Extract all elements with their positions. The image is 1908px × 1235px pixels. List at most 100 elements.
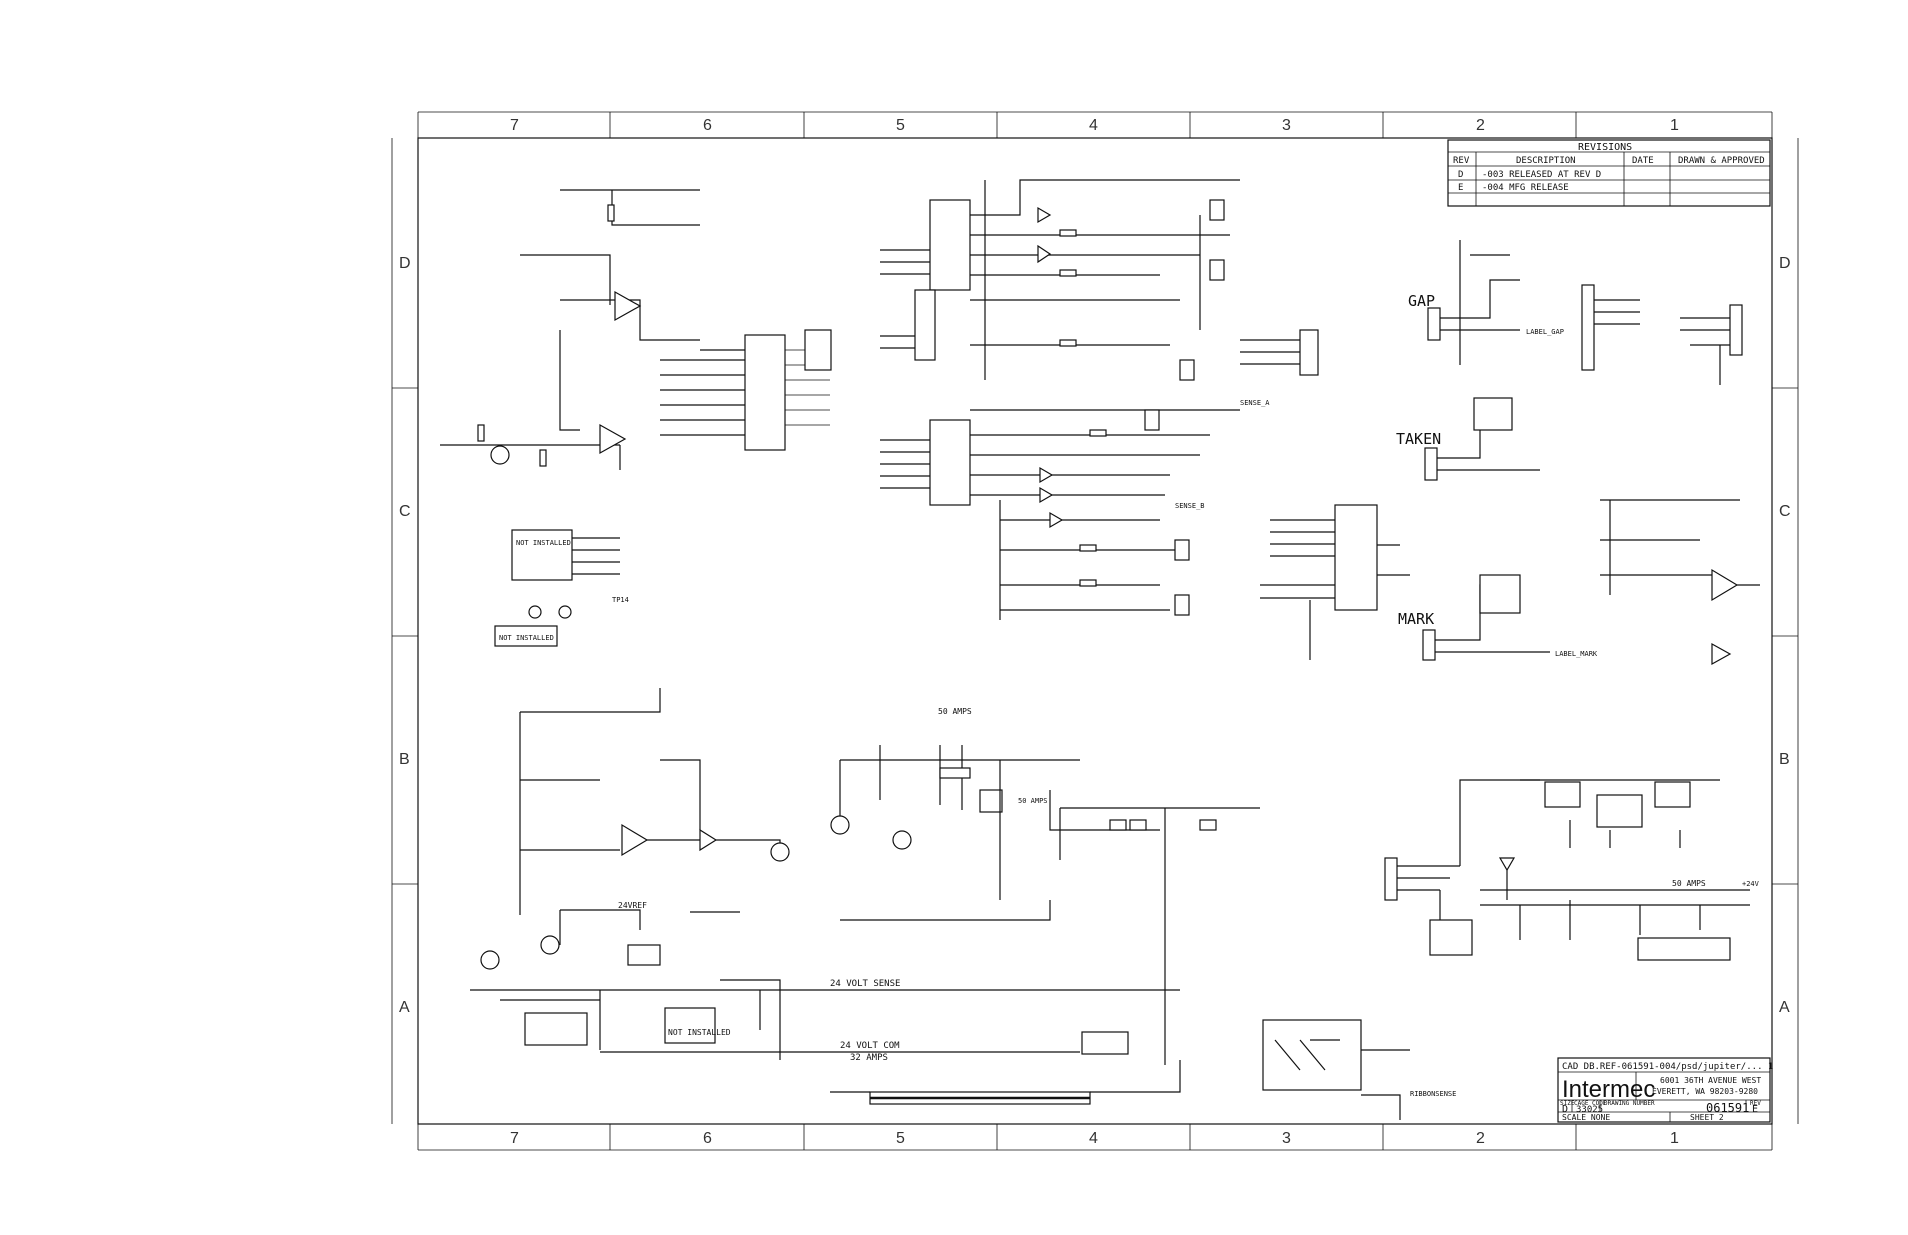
grid-row-left-a: A	[399, 999, 410, 1016]
gap-label: GAP	[1408, 292, 1435, 310]
grid-col-top-3: 3	[1282, 117, 1291, 134]
opamp-u3	[599, 423, 627, 455]
rev-label: REV	[1750, 1100, 1761, 1107]
mosfet-q5	[979, 789, 1003, 813]
taken-sensor-connector	[1424, 447, 1438, 481]
size-label: SIZE	[1560, 1100, 1575, 1107]
grid-col-bottom-6: 6	[703, 1130, 712, 1147]
opamp-u2	[614, 290, 642, 322]
not-installed-label-3: NOT INSTALLED	[668, 1028, 731, 1037]
company-logo: Intermec	[1562, 1076, 1655, 1103]
grid-col-bottom-5: 5	[896, 1130, 905, 1147]
diode-d19	[1498, 857, 1516, 872]
cage-code-label: CAGE CODE	[1574, 1100, 1607, 1107]
cap-c17-box	[627, 944, 661, 966]
front-panel-connector	[1729, 304, 1743, 356]
opamp-u13	[1711, 568, 1739, 602]
grid-col-top-7: 7	[510, 117, 519, 134]
ic-u20	[914, 289, 936, 361]
grid-col-top-5: 5	[896, 117, 905, 134]
grid-col-bottom-4: 4	[1089, 1130, 1098, 1147]
volt-sense-label: 24 VOLT SENSE	[830, 979, 900, 989]
ic-u17	[929, 199, 971, 291]
row-grid: D C B A D C B A	[391, 138, 1799, 1124]
grid-col-top-4: 4	[1089, 117, 1098, 134]
grid-row-right-b: B	[1779, 751, 1790, 768]
resistor-network	[804, 329, 832, 371]
rev-value: E	[1752, 1104, 1758, 1115]
mosfet-q8	[1209, 259, 1225, 281]
not-installed-tp-j	[1081, 1031, 1129, 1055]
rev-header-date: DATE	[1632, 156, 1654, 166]
mosfet-q9	[1144, 409, 1160, 431]
size-value: D	[1562, 1104, 1568, 1115]
label-mark-net: LABEL_MARK	[1555, 650, 1598, 658]
cap-c18-box	[524, 1012, 588, 1046]
tp6-not-installed-box	[1637, 937, 1731, 961]
revision-block: REVISIONS REV DESCRIPTION DATE DRAWN & A…	[1447, 139, 1771, 207]
supply-section: 50 AMPS +24V	[1384, 779, 1760, 961]
cad-reference: CAD DB.REF-061591-004/psd/jupiter/... 1	[1562, 1062, 1773, 1072]
transistor-q10	[540, 935, 560, 955]
grid-col-top-1: 1	[1670, 117, 1679, 134]
tp14-label: TP14	[612, 596, 629, 604]
transistor-q11	[830, 815, 850, 835]
drawing-border	[417, 137, 1773, 1125]
mosfet-q6	[1209, 199, 1225, 221]
label-gap-net: LABEL_GAP	[1526, 328, 1564, 336]
scale-label: SCALE NONE	[1562, 1113, 1610, 1122]
gap-sensor-connector	[1427, 307, 1441, 341]
mosfet-q4	[1179, 359, 1195, 381]
mark-label: MARK	[1398, 610, 1434, 628]
ribbon-sense-label: RIBBONSENSE	[1410, 1090, 1456, 1098]
grid-col-top-6: 6	[703, 117, 712, 134]
ref-24-label: 24VREF	[618, 901, 647, 910]
sense-a-label: SENSE_A	[1240, 399, 1270, 407]
power-connector-j12	[1384, 857, 1398, 901]
drawing-number-label: DRAWING NUMBER	[1604, 1100, 1655, 1107]
bottom-grid: 7 6 5 4 3 2 1	[417, 1124, 1773, 1151]
rev-header-desc: DESCRIPTION	[1516, 156, 1576, 166]
not-installed-tp-box-2	[494, 625, 558, 647]
installed-mark-box	[1479, 574, 1521, 614]
grid-col-top-2: 2	[1476, 117, 1485, 134]
rev-row-1-desc: -003 RELEASED AT REV D	[1482, 170, 1601, 180]
grid-row-right-d: D	[1779, 255, 1791, 272]
inductor-l2	[939, 767, 971, 779]
buffer-u8	[699, 828, 718, 852]
title-block: CAD DB.REF-061591-004/psd/jupiter/... 1 …	[1557, 1057, 1773, 1123]
not-installed-label-2: NOT INSTALLED	[499, 634, 554, 642]
regulator-u1	[1596, 794, 1643, 828]
not-installed-regulator	[1544, 781, 1581, 808]
connector-j5	[1299, 329, 1319, 376]
rev-row-2-rev: E	[1458, 183, 1463, 193]
amps-50-mid-label: 50 AMPS	[1018, 797, 1048, 805]
grid-row-left-b: B	[399, 751, 410, 768]
sense-b-label: SENSE_B	[1175, 502, 1205, 510]
supply-24v-label: +24V	[1742, 880, 1760, 888]
transistor-q7	[892, 830, 912, 850]
taken-label: TAKEN	[1396, 430, 1441, 448]
central-logic: SENSE_A SENSE_B	[880, 179, 1410, 660]
power-section: 24VREF NOT INSTALLED 24 VOLT SENSE 24 VO…	[470, 688, 1456, 1120]
opamp-u10	[1711, 642, 1732, 666]
rev-header-drawn: DRAWN & APPROVED	[1678, 156, 1765, 166]
mosfet-q14	[1174, 594, 1190, 616]
opamp-u7	[621, 823, 649, 857]
cage-code-value: 33025	[1576, 1105, 1603, 1115]
transistor-q16	[480, 950, 500, 970]
mark-sensor-connector	[1422, 629, 1436, 661]
upper-left-circuit: NOT INSTALLED NOT INSTALLED TP14	[440, 189, 832, 647]
amps-50-top-label: 50 AMPS	[938, 707, 972, 716]
not-installed-tp-box-1	[511, 529, 573, 581]
ic-u21	[744, 334, 786, 451]
rev-row-1-rev: D	[1458, 170, 1463, 180]
sensor-section: GAP TAKEN MARK LABEL_GAP LABEL_MARK	[1396, 240, 1760, 666]
transistor-q13	[770, 842, 790, 862]
grid-row-left-c: C	[399, 503, 411, 520]
drawing-number-value: 061591	[1706, 1101, 1749, 1115]
amps-32-label: 32 AMPS	[850, 1053, 888, 1063]
sheet-label: SHEET 2	[1690, 1113, 1724, 1122]
ic-u19	[929, 419, 971, 506]
